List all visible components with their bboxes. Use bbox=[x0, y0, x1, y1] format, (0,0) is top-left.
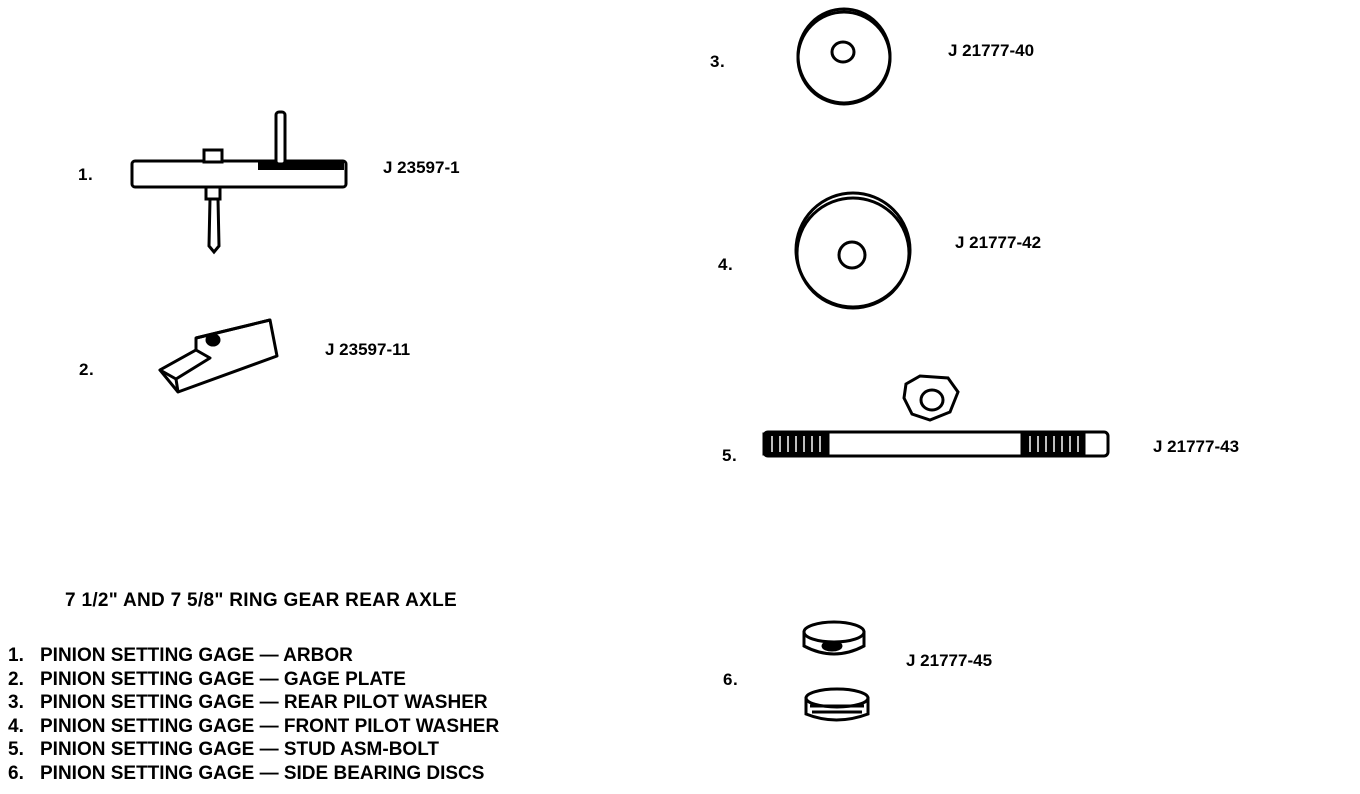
caption-item: 5.PINION SETTING GAGE — STUD ASM-BOLT bbox=[8, 739, 439, 761]
part-number-2: J 23597-11 bbox=[325, 340, 411, 359]
stud-bolt-illustration bbox=[762, 374, 1110, 458]
caption-item: 2.PINION SETTING GAGE — GAGE PLATE bbox=[8, 668, 406, 690]
caption-item: 1.PINION SETTING GAGE — ARBOR bbox=[8, 645, 353, 666]
callout-number-3: 3. bbox=[710, 52, 726, 71]
arbor-illustration bbox=[130, 110, 348, 255]
part-number-1: J 23597-1 bbox=[383, 158, 460, 177]
callout-number-1: 1. bbox=[78, 165, 94, 184]
front-pilot-washer-illustration bbox=[794, 191, 912, 310]
callout-number-5: 5. bbox=[722, 446, 738, 465]
side-bearing-discs-illustration bbox=[802, 620, 870, 722]
part-number-5: J 21777-43 bbox=[1153, 437, 1240, 456]
caption-list: 1.PINION SETTING GAGE — ARBOR 2.PINION S… bbox=[8, 644, 499, 786]
caption-title: 7 1/2" AND 7 5/8" RING GEAR REAR AXLE bbox=[65, 590, 457, 611]
callout-number-4: 4. bbox=[718, 255, 734, 274]
part-number-4: J 21777-42 bbox=[955, 233, 1042, 252]
callout-number-6: 6. bbox=[723, 670, 739, 689]
caption-item: 4.PINION SETTING GAGE — FRONT PILOT WASH… bbox=[8, 715, 500, 737]
rear-pilot-washer-illustration bbox=[796, 7, 892, 106]
part-number-6: J 21777-45 bbox=[906, 651, 993, 670]
callout-number-2: 2. bbox=[79, 360, 95, 379]
gage-plate-illustration bbox=[158, 318, 279, 394]
part-number-3: J 21777-40 bbox=[948, 41, 1035, 60]
caption-item: 6.PINION SETTING GAGE — SIDE BEARING DIS… bbox=[8, 762, 485, 784]
caption-item: 3.PINION SETTING GAGE — REAR PILOT WASHE… bbox=[8, 692, 488, 714]
